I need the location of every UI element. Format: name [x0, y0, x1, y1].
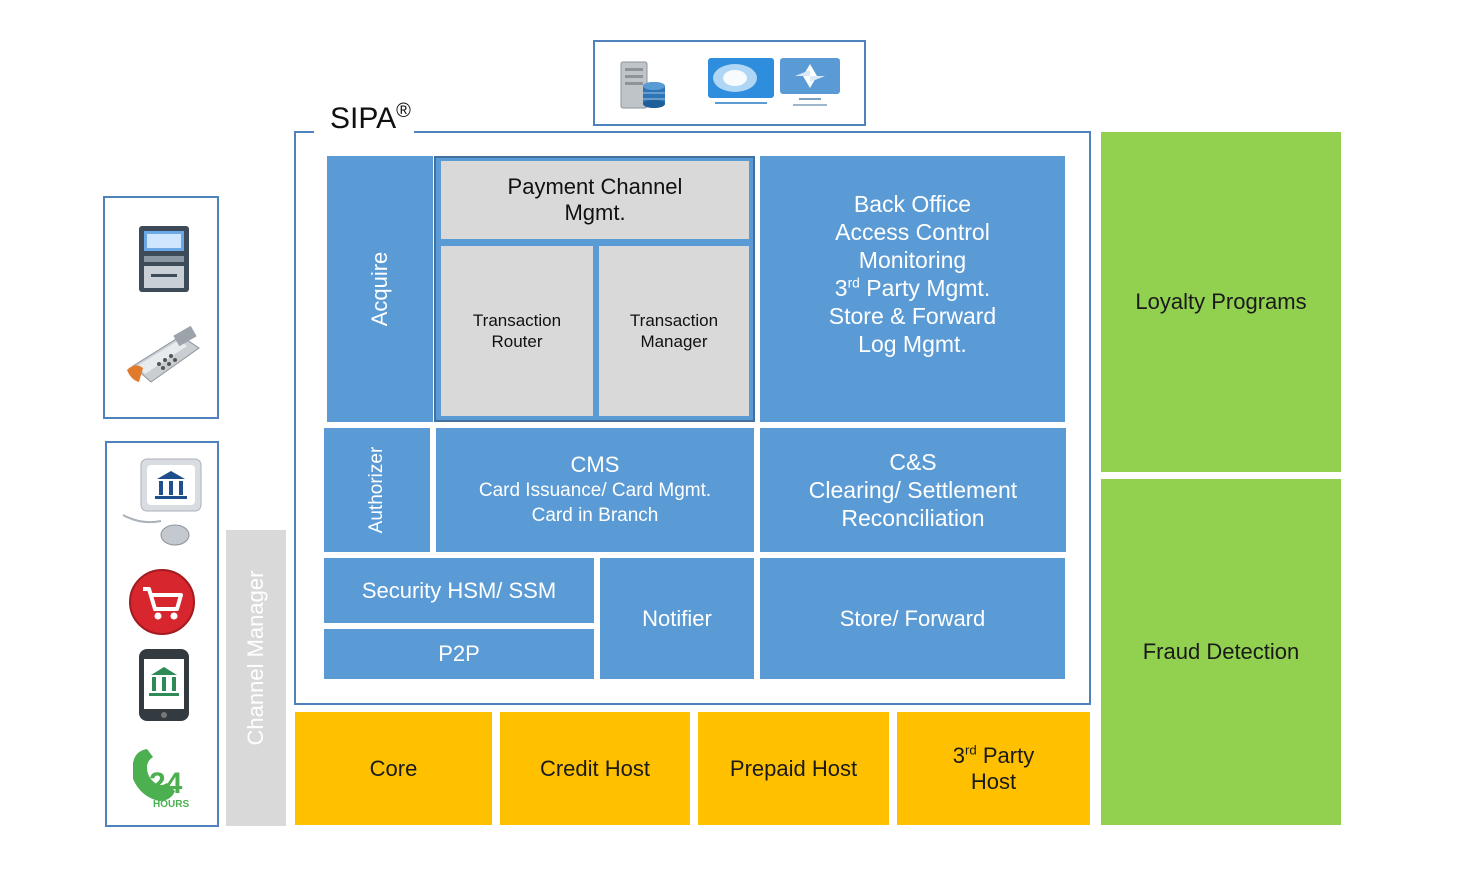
- back-office-line4-rest: Party Mgmt.: [859, 275, 991, 301]
- authorizer-label: Authorizer: [366, 446, 387, 534]
- device-panel-bottom: 24 HOURS: [105, 441, 219, 827]
- cs-title: C&S: [889, 449, 937, 475]
- bank-card-logo-icon: [708, 58, 774, 104]
- cms-line2: Card Issuance/ Card Mgmt.: [478, 480, 712, 501]
- cs-block: C&S Clearing/ Settlement Reconciliation: [760, 428, 1066, 552]
- authorizer-block: Authorizer: [324, 428, 430, 552]
- third-party-rest: Party: [976, 742, 1035, 768]
- back-office-line4: 3rd Party Mgmt.: [835, 274, 990, 302]
- loyalty-label: Loyalty Programs: [1135, 289, 1307, 314]
- channel-manager-block: Channel Manager: [226, 530, 286, 826]
- transaction-router-line2: Router: [491, 332, 543, 351]
- back-office-line2: Access Control: [835, 219, 990, 245]
- back-office-line5: Store & Forward: [828, 303, 997, 329]
- payment-channel-line1: Payment Channel: [507, 174, 683, 199]
- third-party-host-line2: Host: [970, 768, 1017, 794]
- security-label: Security HSM/ SSM: [361, 577, 557, 603]
- cms-block: CMS Card Issuance/ Card Mgmt. Card in Br…: [436, 428, 754, 552]
- svg-text:24: 24: [149, 767, 183, 800]
- transaction-manager: Transaction Manager: [599, 246, 749, 416]
- loyalty-programs-block: Loyalty Programs: [1101, 132, 1341, 472]
- third-party-host-line1: 3rd Party: [953, 743, 1034, 769]
- shaparak-logo-icon: [780, 58, 840, 106]
- third-party-num: 3: [952, 742, 966, 768]
- cms-title: CMS: [570, 452, 620, 477]
- sipa-title: SIPA®: [314, 98, 414, 140]
- store-forward-block: Store/ Forward: [760, 558, 1065, 679]
- back-office-line4-sup: rd: [847, 275, 860, 291]
- acquire-label: Acquire: [367, 251, 392, 327]
- transaction-manager-line1: Transaction: [629, 311, 719, 330]
- third-party-host: 3rd Party Host: [897, 712, 1090, 825]
- cs-line3: Reconciliation: [841, 505, 985, 531]
- notifier-block: Notifier: [600, 558, 754, 679]
- cms-line3: Card in Branch: [531, 505, 659, 526]
- p2p-block: P2P: [324, 629, 594, 679]
- acquire-block: Acquire: [327, 156, 433, 422]
- prepaid-host-label: Prepaid Host: [729, 755, 858, 781]
- channel-manager-label: Channel Manager: [243, 570, 268, 746]
- e-commerce-cart-icon: [129, 569, 195, 635]
- mobile-banking-icon: [139, 649, 189, 721]
- sipa-title-text: SIPA: [330, 102, 397, 135]
- cs-line2: Clearing/ Settlement: [808, 477, 1018, 503]
- back-office-line1: Back Office: [853, 191, 972, 217]
- transaction-router: Transaction Router: [441, 246, 593, 416]
- back-office-line3: Monitoring: [858, 247, 967, 273]
- back-office-line4-num: 3: [834, 275, 848, 301]
- svg-text:HOURS: HOURS: [153, 799, 189, 810]
- security-block: Security HSM/ SSM: [324, 558, 594, 623]
- third-party-sup: rd: [965, 742, 977, 758]
- device-panel-top: [103, 196, 219, 419]
- credit-host-label: Credit Host: [539, 755, 651, 781]
- back-office-line6: Log Mgmt.: [858, 331, 967, 357]
- fraud-label: Fraud Detection: [1142, 639, 1300, 664]
- registered-mark: ®: [396, 100, 411, 122]
- internet-banking-icon: [122, 458, 202, 546]
- notifier-label: Notifier: [642, 605, 712, 631]
- store-forward-label: Store/ Forward: [839, 605, 986, 631]
- transaction-router-line1: Transaction: [472, 311, 562, 330]
- core-label: Core: [369, 755, 418, 781]
- core-host: Core: [295, 712, 492, 825]
- prepaid-host: Prepaid Host: [698, 712, 889, 825]
- top-icons-panel: [593, 40, 866, 126]
- fraud-detection-block: Fraud Detection: [1101, 479, 1341, 825]
- 24-hours-phone-banking-icon: 24 HOURS: [133, 749, 189, 810]
- database-server-icon: [620, 61, 665, 109]
- payment-channel-mgmt: Payment Channel Mgmt.: [441, 161, 749, 239]
- pos-terminal-icon: [127, 326, 200, 383]
- atm-icon: [139, 226, 189, 292]
- p2p-label: P2P: [438, 641, 480, 666]
- back-office-block: Back Office Access Control Monitoring 3r…: [760, 156, 1065, 422]
- credit-host: Credit Host: [500, 712, 690, 825]
- transaction-manager-line2: Manager: [640, 332, 708, 351]
- payment-channel-line2: Mgmt.: [564, 200, 626, 225]
